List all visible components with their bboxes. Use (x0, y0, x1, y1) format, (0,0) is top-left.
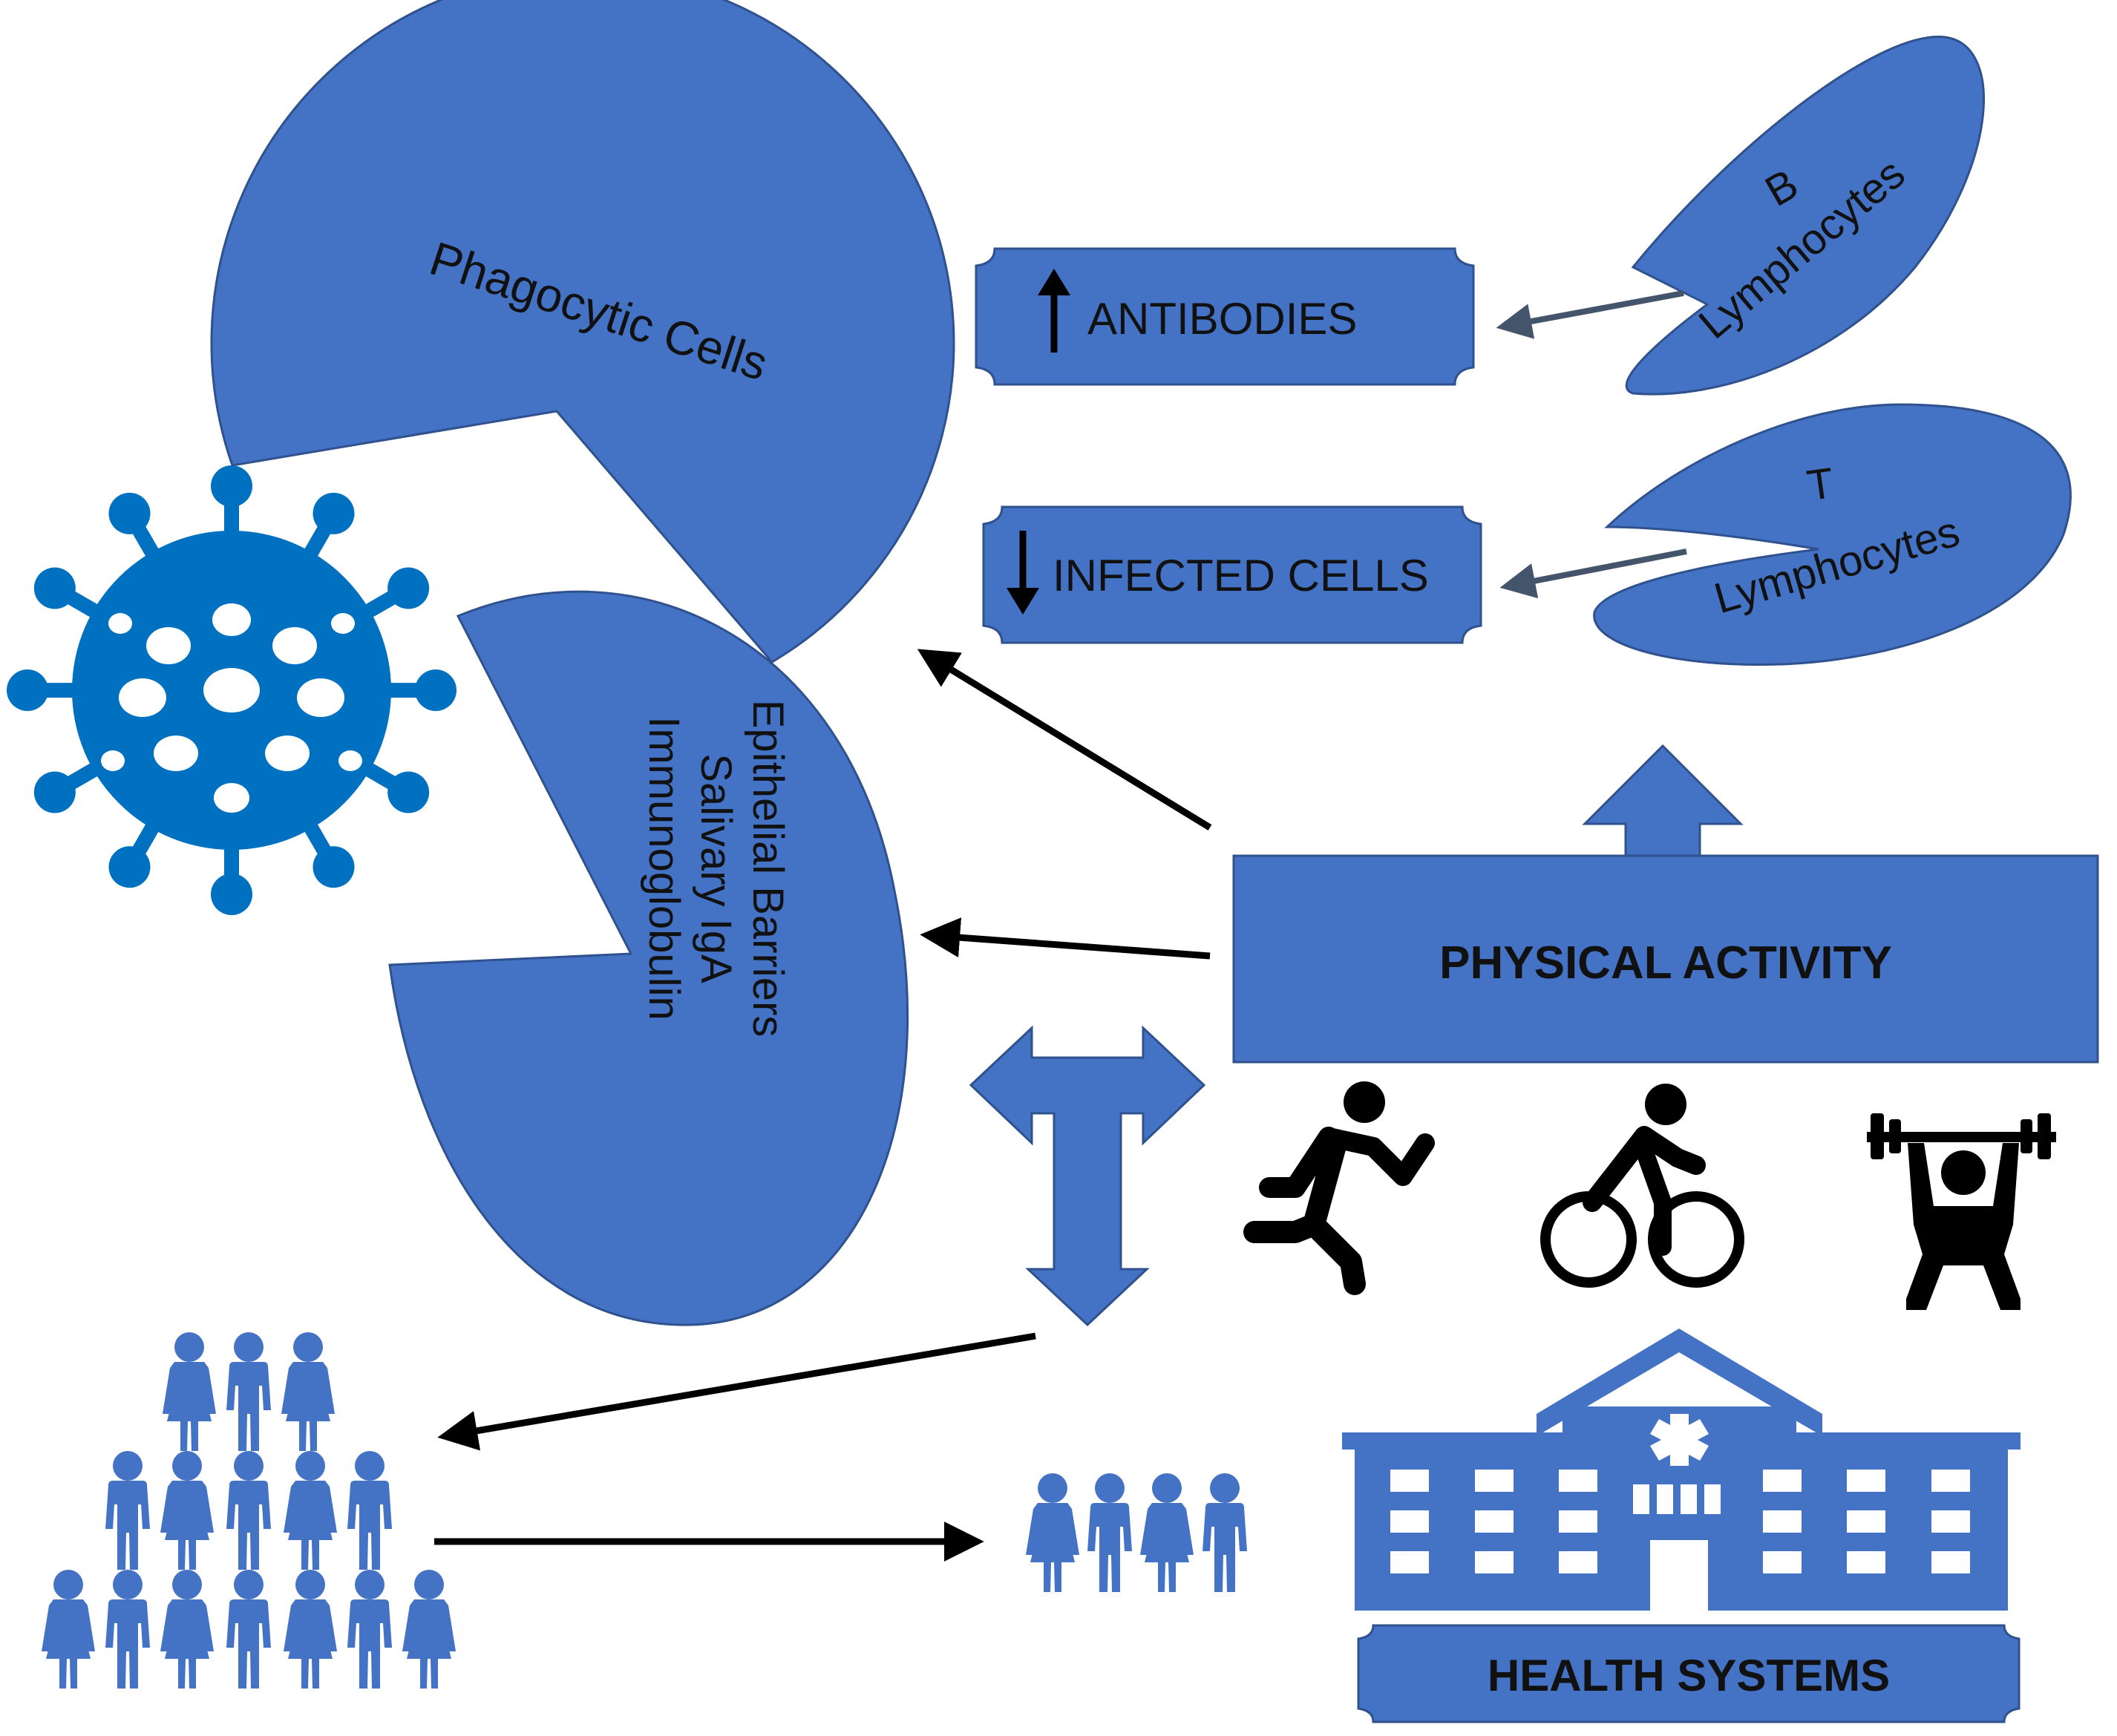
health-systems-label: HEALTH SYSTEMS (1488, 1651, 1890, 1700)
physical-activity-block: PHYSICAL ACTIVITY (1232, 744, 2099, 1064)
t-lymphocyte-cell: T Lymphocytes (1593, 403, 2072, 666)
epithelial-line-2: Salivary IgA (692, 753, 740, 983)
arrow-t-to-infected (1499, 548, 1687, 599)
arrow-up-icon (1038, 269, 1070, 353)
population-pyramid-icon (42, 1332, 456, 1688)
antibodies-box: ANTIBODIES (975, 247, 1475, 386)
virus-icon (7, 465, 457, 915)
arrow-activity-to-phagocytic (917, 649, 1212, 831)
health-systems-box: HEALTH SYSTEMS (1357, 1624, 2021, 1723)
infected-cells-box: INFECTED CELLS (982, 505, 1482, 644)
epithelial-barrier-cell: Epithelial Barriers Salivary IgA Immunog… (388, 590, 909, 1326)
hospital-building-icon (1342, 1329, 2021, 1611)
arrow-activity-to-epithelial (920, 917, 1211, 960)
epithelial-line-1: Epithelial Barriers (744, 700, 792, 1038)
weightlifter-icon (1867, 1113, 2056, 1310)
arrow-down-icon (1007, 531, 1039, 615)
infected-cells-label: INFECTED CELLS (1053, 551, 1429, 600)
epithelial-line-3: Immunoglobulin (640, 716, 688, 1020)
arrow-b-to-antibodies (1496, 290, 1684, 339)
small-group-icon (1026, 1473, 1247, 1592)
cyclist-icon (1540, 1084, 1744, 1288)
up-arrow (1582, 744, 1744, 859)
physical-activity-label: PHYSICAL ACTIVITY (1439, 937, 1892, 989)
antibodies-label: ANTIBODIES (1087, 294, 1357, 344)
phagocytic-cell: Phagocytic Cells (210, 0, 955, 664)
b-lymphocyte-cell: B Lymphocytes (1625, 36, 1985, 396)
arrow-to-population (437, 1332, 1036, 1451)
three-way-arrow (969, 1025, 1206, 1327)
running-person-icon (1243, 1081, 1435, 1295)
